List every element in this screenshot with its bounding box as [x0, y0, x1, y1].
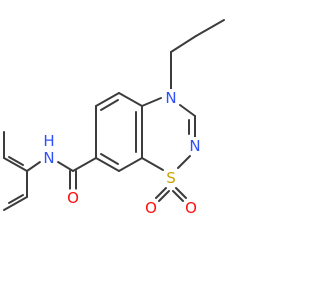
- bond-carbonyl-n: [57, 161, 74, 172]
- molecule-canvas: N N S O O N H O: [3, 19, 225, 217]
- bond-c6-carbonyl: [72, 157, 97, 172]
- bond-s1-o2-a: [175, 187, 187, 199]
- bond-c4a-n4: [141, 97, 162, 107]
- bond-n4-c3: [179, 104, 196, 117]
- atom-s1: S: [166, 169, 176, 187]
- atom-n3: N: [189, 137, 200, 155]
- atom-amide-n: N: [43, 149, 54, 167]
- bond-c5-c6-inner: [100, 99, 119, 111]
- atom-label-group: N N S O O N H O: [40, 89, 204, 217]
- bond-c8-c8a: [118, 157, 143, 172]
- bond-c7-c8-inner: [100, 153, 119, 165]
- atom-n4: N: [165, 89, 176, 107]
- bond-c4a-c5: [118, 92, 143, 107]
- bond-s1-o1-a: [155, 187, 167, 199]
- bond-c7-c8: [95, 157, 120, 172]
- atom-amide-h: H: [43, 132, 54, 150]
- structure-diagram: N N S O O N H O: [3, 19, 225, 217]
- bond-s1-o2-b: [172, 190, 184, 202]
- bond-aryl-1-inner: [8, 156, 24, 166]
- atom-o2: O: [185, 199, 197, 217]
- bond-aryl-3-inner: [8, 194, 24, 204]
- atom-amide-o: O: [67, 189, 79, 207]
- bond-aryl-1: [3, 157, 28, 172]
- atom-o1: O: [145, 199, 157, 217]
- bond-group: [3, 19, 225, 211]
- bond-aryl-3: [3, 196, 28, 211]
- bond-propyl-2: [170, 35, 197, 53]
- bond-c5-c6: [95, 92, 120, 107]
- bond-n-aryl: [26, 161, 41, 172]
- bond-s1-c8a: [141, 157, 164, 171]
- bond-n3-s1: [177, 155, 191, 169]
- bond-propyl-1: [195, 19, 225, 37]
- bond-s1-o1-b: [158, 190, 170, 202]
